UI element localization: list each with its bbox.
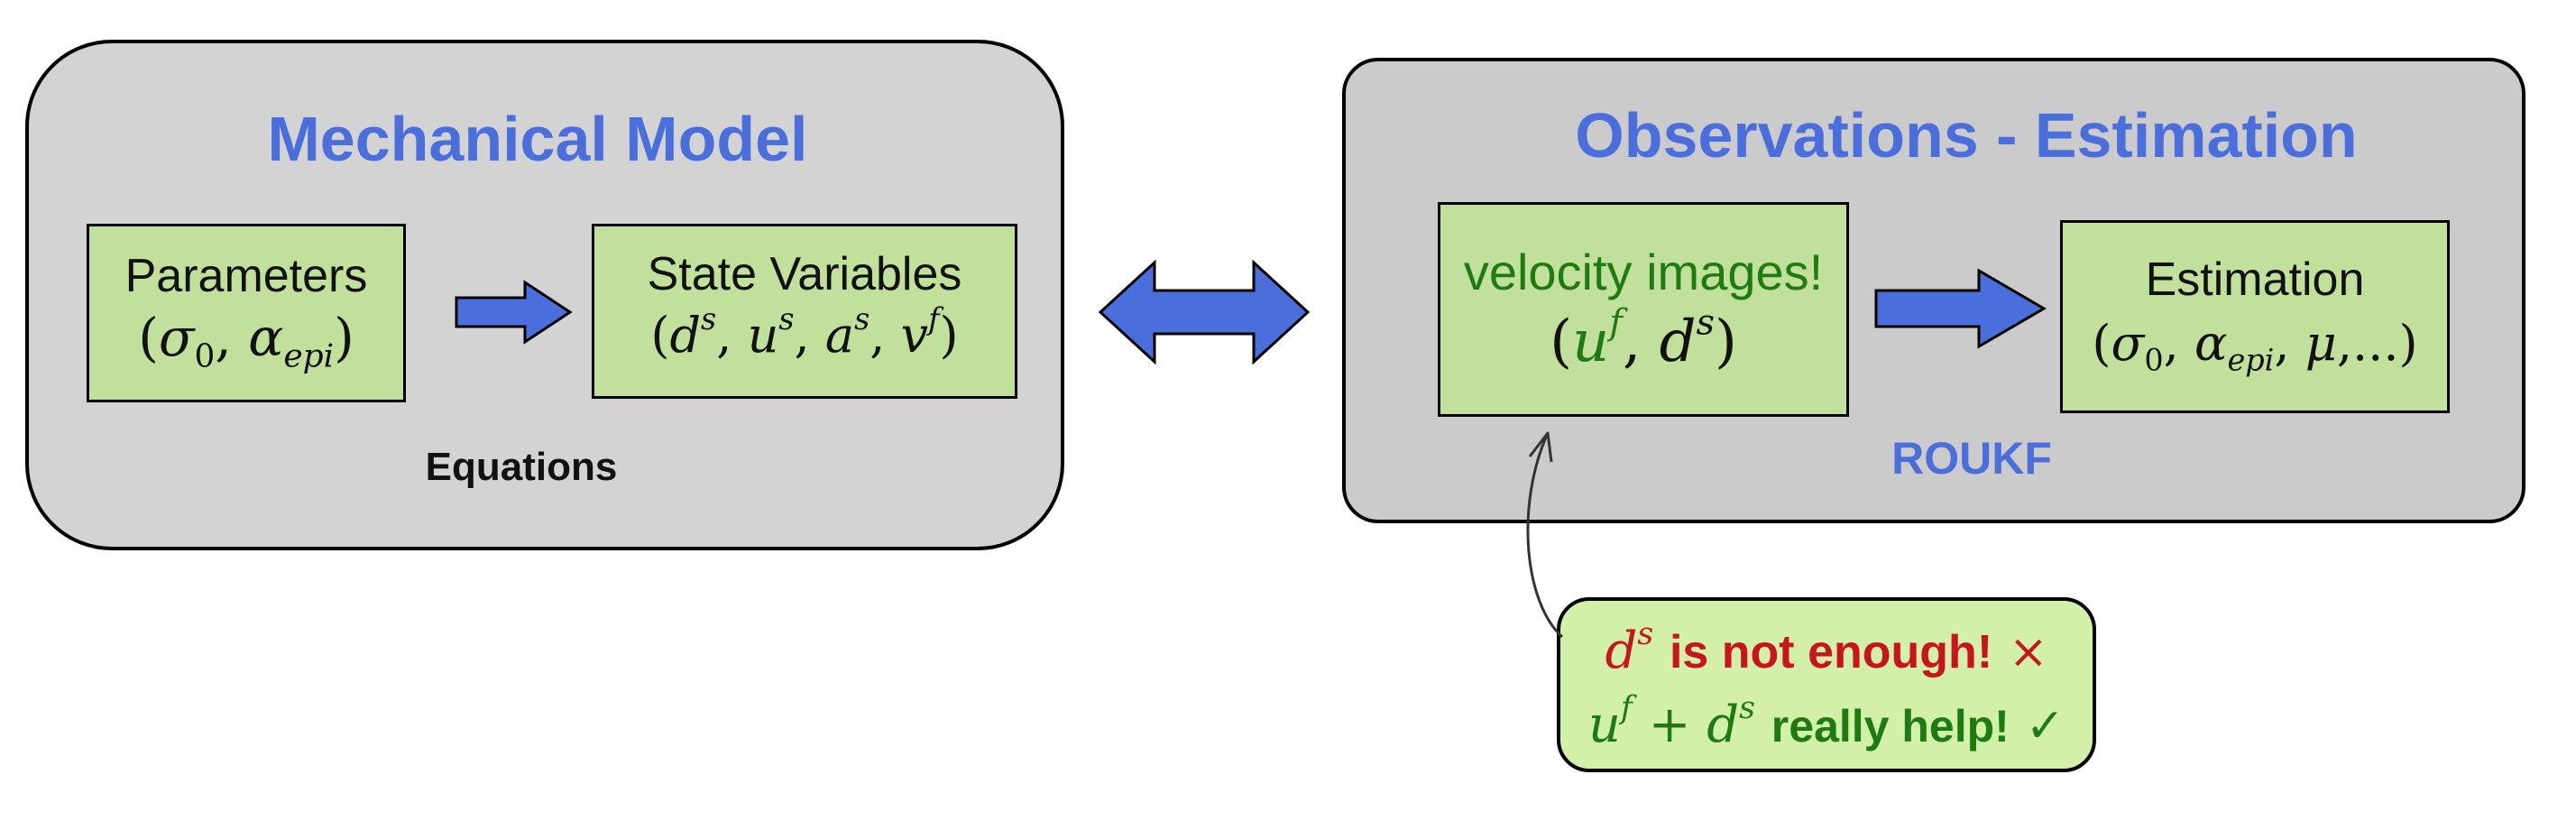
estimation-math: (σ0, αepi, μ,...) — [2092, 315, 2418, 378]
mechanical-model-title: Mechanical Model — [267, 104, 808, 174]
roukf-label: ROUKF — [1891, 433, 2052, 484]
velocity-images-math: (uf, ds) — [1550, 301, 1737, 375]
velocity-images-box: velocity images! (uf, ds) — [1438, 202, 1849, 417]
connector-arrowhead-icon — [1528, 431, 1553, 463]
equations-label: Equations — [425, 445, 618, 489]
parameters-label: Parameters — [124, 250, 368, 302]
estimation-box: Estimation (σ0, αepi, μ,...) — [2060, 220, 2450, 413]
observations-estimation-title: Observations - Estimation — [1575, 100, 2358, 171]
callout-box: ds is not enough! × uf + ds really help!… — [1557, 597, 2096, 772]
curved-connector — [1526, 432, 1564, 639]
arrow-right-icon — [455, 280, 573, 345]
callout-line-2: uf + ds really help! ✓ — [1587, 689, 2065, 754]
estimation-label: Estimation — [2145, 254, 2365, 306]
double-arrow-icon — [1098, 259, 1311, 365]
velocity-images-label: velocity images! — [1463, 244, 1824, 300]
state-variables-math: (ds, us, as, vf) — [650, 300, 959, 364]
callout-line-1: ds is not enough! × — [1605, 615, 2048, 680]
state-variables-label: State Variables — [647, 248, 962, 300]
parameters-math: (σ0, αepi) — [138, 307, 354, 375]
state-variables-box: State Variables (ds, us, as, vf) — [592, 224, 1017, 399]
parameters-box: Parameters (σ0, αepi) — [87, 224, 406, 402]
arrow-right-icon — [1874, 268, 2047, 349]
